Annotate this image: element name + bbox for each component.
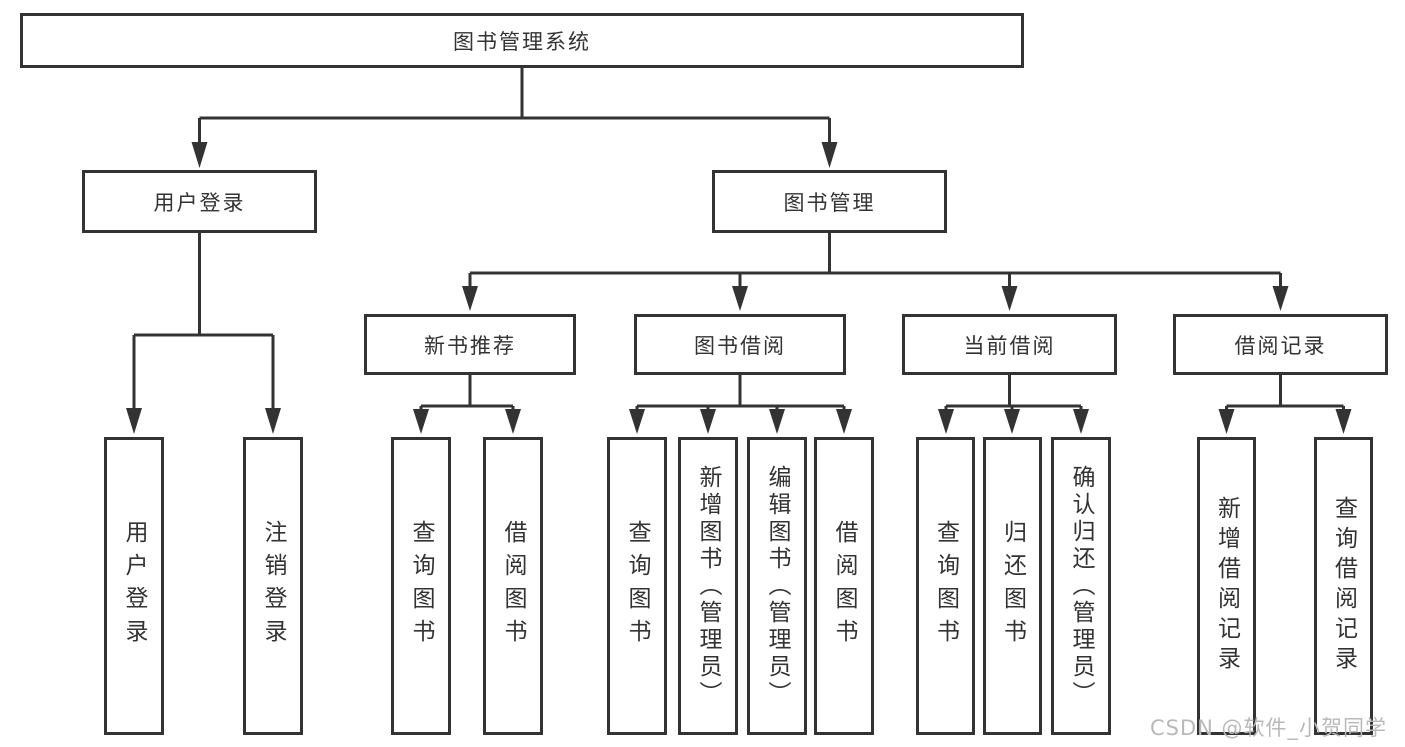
leaf-label: 查询图书 [932,520,959,652]
leaf-label: 编辑图书（管理员） [764,464,790,708]
leaf-label: 用户登录 [121,520,147,652]
edge-current-borrow-children [944,374,1083,412]
node-leaf-new-books-query: 查询图书 [391,437,451,735]
edge-book-borrow-children [635,374,846,412]
csdn-watermark: CSDN @软件_小贺同学 [1150,716,1388,740]
node-new-books: 新书推荐 [364,314,576,375]
node-leaf-new-books-borrow: 借阅图书 [483,437,543,735]
node-leaf-current-borrow-return: 归还图书 [983,437,1042,735]
node-leaf-logout: 注销登录 [243,437,303,735]
node-leaf-book-borrow-add: 新增图书（管理员） [678,437,738,735]
leaf-label: 借阅图书 [500,520,526,652]
node-book-mgmt: 图书管理 [712,170,947,233]
node-borrow-records: 借阅记录 [1173,314,1388,375]
leaf-label: 借阅图书 [831,520,857,652]
edge-book-mgmt-children [468,233,1282,290]
node-leaf-book-borrow-query: 查询图书 [607,437,667,735]
edge-user-login-children [132,233,275,412]
leaf-label: 确认归还（管理员） [1068,464,1094,708]
leaf-label: 注销登录 [260,520,286,652]
node-leaf-book-borrow-borrow: 借阅图书 [814,437,874,735]
edge-new-books-children [419,374,515,412]
node-leaf-user-login: 用户登录 [104,437,164,735]
arrowheads [126,142,1352,434]
leaf-label: 查询图书 [624,520,650,652]
edge-borrow-records-children [1225,374,1345,412]
node-root: 图书管理系统 [20,13,1024,68]
leaf-label: 查询图书 [408,520,434,652]
node-book-borrow: 图书借阅 [634,314,846,375]
node-leaf-current-borrow-query: 查询图书 [916,437,975,735]
leaf-label: 归还图书 [999,520,1026,652]
node-user-login: 用户登录 [82,170,317,233]
leaf-label: 查询借阅记录 [1330,496,1357,676]
node-leaf-book-borrow-edit: 编辑图书（管理员） [747,437,807,735]
leaf-label: 新增借阅记录 [1213,496,1240,676]
node-leaf-records-query: 查询借阅记录 [1314,437,1373,735]
edge-root-children [198,68,831,146]
node-leaf-records-add: 新增借阅记录 [1197,437,1256,735]
node-current-borrow: 当前借阅 [902,314,1117,375]
leaf-label: 新增图书（管理员） [695,464,721,708]
node-leaf-current-borrow-confirm: 确认归还（管理员） [1051,437,1111,735]
